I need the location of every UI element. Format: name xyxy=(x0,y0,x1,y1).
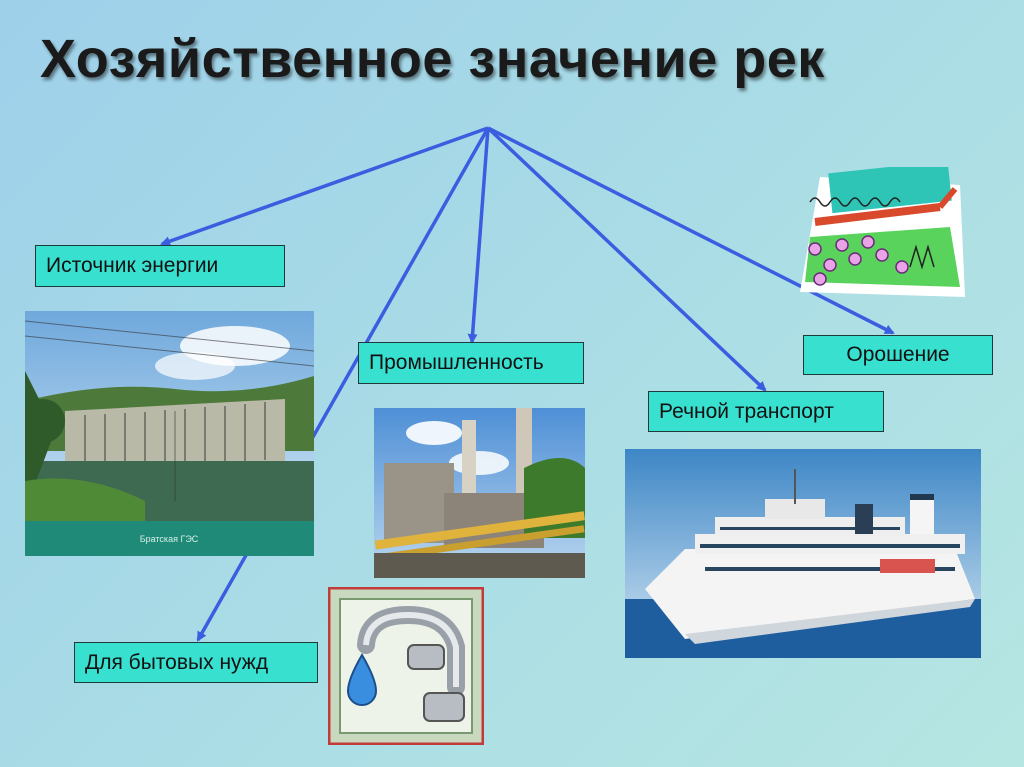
arrow-to-energy xyxy=(160,126,489,247)
irrigation-clipart xyxy=(790,167,970,307)
faucet-clipart xyxy=(328,587,484,745)
slide-title: Хозяйственное значение рек xyxy=(40,29,825,89)
label-river-transport: Речной транспорт xyxy=(648,391,884,432)
arrow-to-irrigation xyxy=(487,126,895,335)
label-household: Для бытовых нужд xyxy=(74,642,318,683)
label-industry: Промышленность xyxy=(358,342,584,384)
dam-caption: Братская ГЭС xyxy=(140,534,199,544)
factory-photo xyxy=(374,408,585,578)
dam-photo: Братская ГЭС xyxy=(25,311,314,556)
ship-photo xyxy=(625,449,981,658)
arrow-to-transport xyxy=(486,126,767,392)
label-energy-source: Источник энергии xyxy=(35,245,285,287)
label-irrigation: Орошение xyxy=(803,335,993,375)
arrow-to-industry xyxy=(467,127,490,344)
